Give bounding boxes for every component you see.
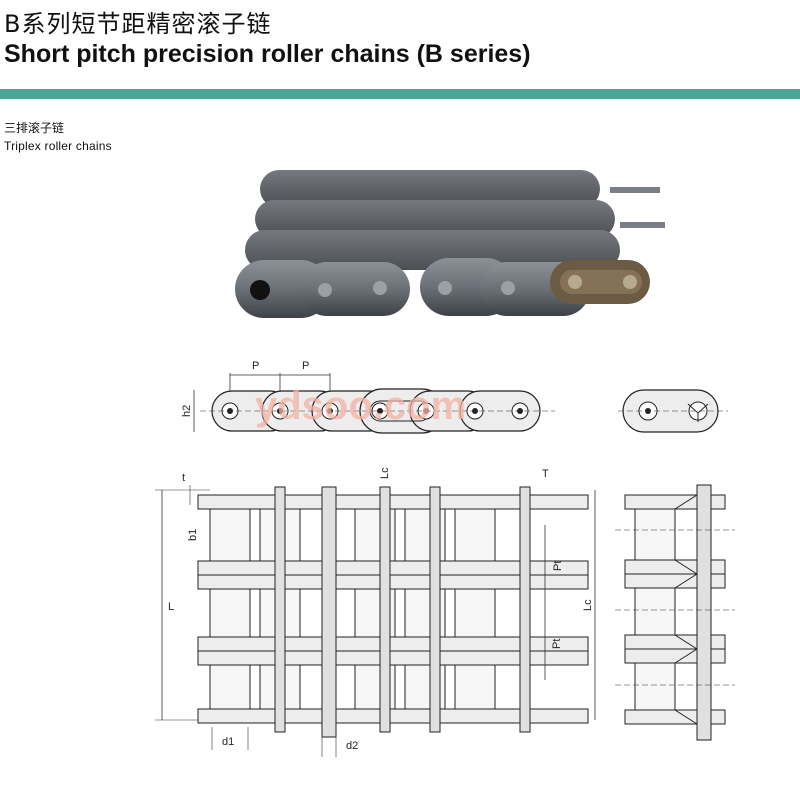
dim-label-d1: d1	[222, 736, 234, 748]
dim-label-lc-side: Lc	[582, 599, 594, 611]
dim-label-L: L	[168, 601, 174, 613]
header-divider	[0, 89, 800, 99]
dim-label-p-1: P	[252, 360, 259, 372]
dim-label-T: T	[542, 468, 549, 480]
dim-label-t: t	[182, 472, 185, 484]
dim-label-d2: d2	[346, 740, 358, 752]
chain-product-photo	[235, 170, 665, 318]
chain-front-view-diagram: P P h2 ydsoo.com	[181, 360, 555, 434]
dim-label-pt-1: Pt	[552, 561, 564, 571]
dim-label-pt-2: Pt	[551, 639, 563, 649]
page-title-en: Short pitch precision roller chains (B s…	[4, 40, 531, 68]
dim-label-b1: b1	[187, 529, 199, 541]
dim-label-p-2: P	[302, 360, 309, 372]
page-title-cn: B系列短节距精密滚子链	[4, 10, 272, 38]
section-title-en: Triplex roller chains	[4, 139, 112, 153]
dim-label-h2: h2	[181, 405, 193, 417]
dim-label-lc-top: Lc	[379, 467, 391, 479]
chain-side-view-diagram	[615, 484, 735, 741]
watermark: ydsoo.com	[255, 384, 466, 428]
chain-end-view-diagram	[618, 389, 728, 433]
section-title-cn: 三排滚子链	[4, 121, 65, 135]
chain-top-view-diagram: L t b1 Lc T Pt Pt Lc d1	[155, 467, 596, 757]
